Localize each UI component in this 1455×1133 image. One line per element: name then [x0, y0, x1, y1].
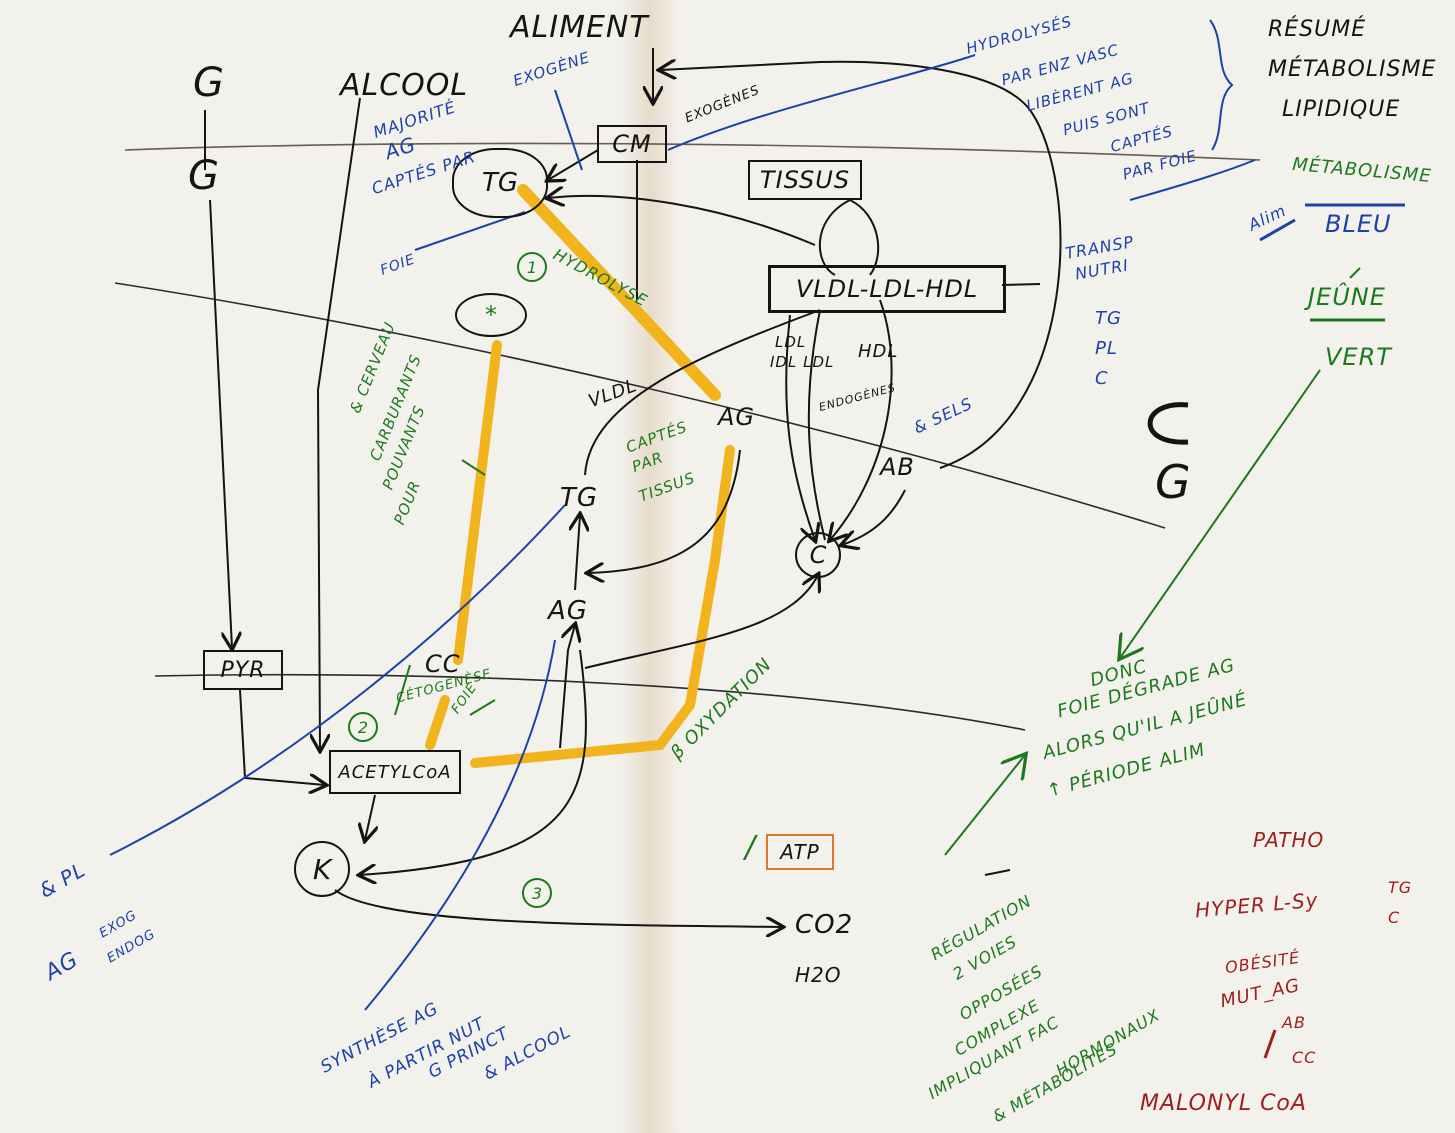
ketone-circle: K: [294, 841, 350, 897]
blue-brace: [1209, 19, 1234, 151]
arrow-ag-to-tg-side: [588, 449, 741, 573]
ab-label: AB: [880, 453, 915, 481]
green-dash-reg: [984, 869, 1011, 876]
blue-line-alim: [1259, 218, 1296, 242]
boundary-line-top: [124, 142, 1261, 161]
large-g-symbol: G: [1155, 455, 1192, 509]
summary-bleu: BLEU: [1325, 210, 1392, 238]
blue-line-foie: [1129, 159, 1256, 201]
summary-title-1: RÉSUMÉ: [1268, 17, 1367, 42]
arrow-g-to-pyr: [209, 199, 232, 648]
green-line-cetogenese: [394, 664, 411, 716]
ag-mid-label: AG: [548, 596, 588, 626]
paper-fold: [620, 0, 680, 1133]
blue-line-cm-note: [667, 54, 976, 151]
arrow-lipo-to-c-1: [785, 314, 815, 540]
co2-label: CO2: [795, 910, 854, 940]
acetylcoa-box: ACETYLCoA: [329, 750, 461, 794]
alcool-label: ALCOOL: [340, 68, 469, 103]
summary-title-2: MÉTABOLISME: [1268, 57, 1437, 82]
tg-cloud: TG: [452, 148, 548, 218]
cholesterol-circle: C: [795, 532, 841, 578]
arrow-ag-to-c: [584, 575, 818, 669]
atp-green-mark: /: [745, 830, 757, 865]
glucose-top-label: G: [193, 60, 225, 106]
arrow-ag-to-tg-up: [575, 515, 580, 591]
yellow-path-tg-ag: [517, 184, 721, 401]
patho-title: PATHO: [1253, 828, 1325, 852]
aliment-label: ALIMENT: [510, 10, 649, 45]
red-patho-bracket: [1263, 1029, 1277, 1059]
blue-line-synth: [364, 639, 556, 1011]
arrow-acetyl-to-k-loop: [360, 649, 587, 875]
arrow-hdl-to-c: [830, 299, 893, 540]
arrow-lipo-to-tg: [548, 196, 816, 246]
atp-box: ATP: [766, 834, 834, 870]
green-arrow-vert-to-donc: [1120, 369, 1321, 658]
step-3-circle: 3: [522, 878, 552, 908]
arrow-lipo-to-c-2: [807, 309, 826, 541]
patho-ab: AB: [1282, 1013, 1306, 1032]
ldl-label: IDL LDL: [770, 353, 835, 371]
arc-tg-to-vldl: [584, 309, 821, 476]
arrow-ab-to-c: [842, 489, 906, 545]
patho-c: C: [1388, 908, 1401, 927]
green-arrow-regulation: [944, 755, 1025, 856]
transport-note-3: TG: [1095, 308, 1122, 329]
transport-note-5: C: [1095, 368, 1109, 389]
boundary-line-low: [154, 673, 1026, 731]
tg-mid-label: TG: [560, 483, 599, 513]
yellow-path-acetyl-cc: [425, 695, 450, 750]
ag-top-label: AG: [718, 403, 756, 431]
patho-tg: TG: [1388, 878, 1413, 897]
brain-target-circle: *: [455, 293, 527, 337]
green-arrow-jeune: [1349, 267, 1361, 279]
transport-note-4: PL: [1095, 338, 1118, 359]
big-return-arc: [660, 62, 1062, 469]
arrow-pyr-to-acetyl: [239, 689, 325, 785]
tissus-box: TISSUS: [748, 160, 862, 200]
arrow-k-to-co2: [334, 889, 782, 927]
blue-line-exo: [554, 89, 583, 171]
cm-box: CM: [597, 125, 667, 163]
green-line-cerveau: [461, 459, 486, 476]
loop-tissus: [818, 199, 880, 276]
idl-label: LDL: [775, 333, 807, 351]
patho-cc: CC: [1292, 1048, 1317, 1067]
hdl-label: HDL: [858, 341, 899, 362]
cc-label: CC: [425, 650, 461, 678]
patho-malonyl: MALONYL CoA: [1140, 1091, 1307, 1116]
blue-line-tg-note: [414, 211, 526, 251]
step-2-circle: 2: [348, 712, 378, 742]
step-1-circle: 1: [517, 252, 547, 282]
large-c-symbol: [1147, 402, 1189, 445]
blue-line-pl: [109, 504, 566, 856]
summary-vert: VERT: [1325, 343, 1392, 371]
yellow-path-beta-ox: [470, 445, 735, 768]
arrow-cm-to-tg: [548, 149, 599, 180]
lipoprotein-box: VLDL-LDL-HDL: [768, 265, 1006, 313]
summary-title-3: LIPIDIQUE: [1282, 97, 1401, 122]
glucose-liver-label: G: [188, 153, 220, 199]
arrow-acetyl-to-ag: [559, 625, 575, 749]
h2o-label: H2O: [795, 963, 842, 987]
arrow-acetyl-to-k: [365, 794, 375, 840]
yellow-path-ketone: [453, 340, 502, 665]
green-line-foie: [469, 699, 496, 716]
lipo-tail: [1001, 283, 1041, 286]
summary-jeune: JEÛNE: [1308, 283, 1386, 311]
arrow-alcool-to-acetyl: [318, 97, 361, 750]
pyr-box: PYR: [203, 650, 283, 690]
